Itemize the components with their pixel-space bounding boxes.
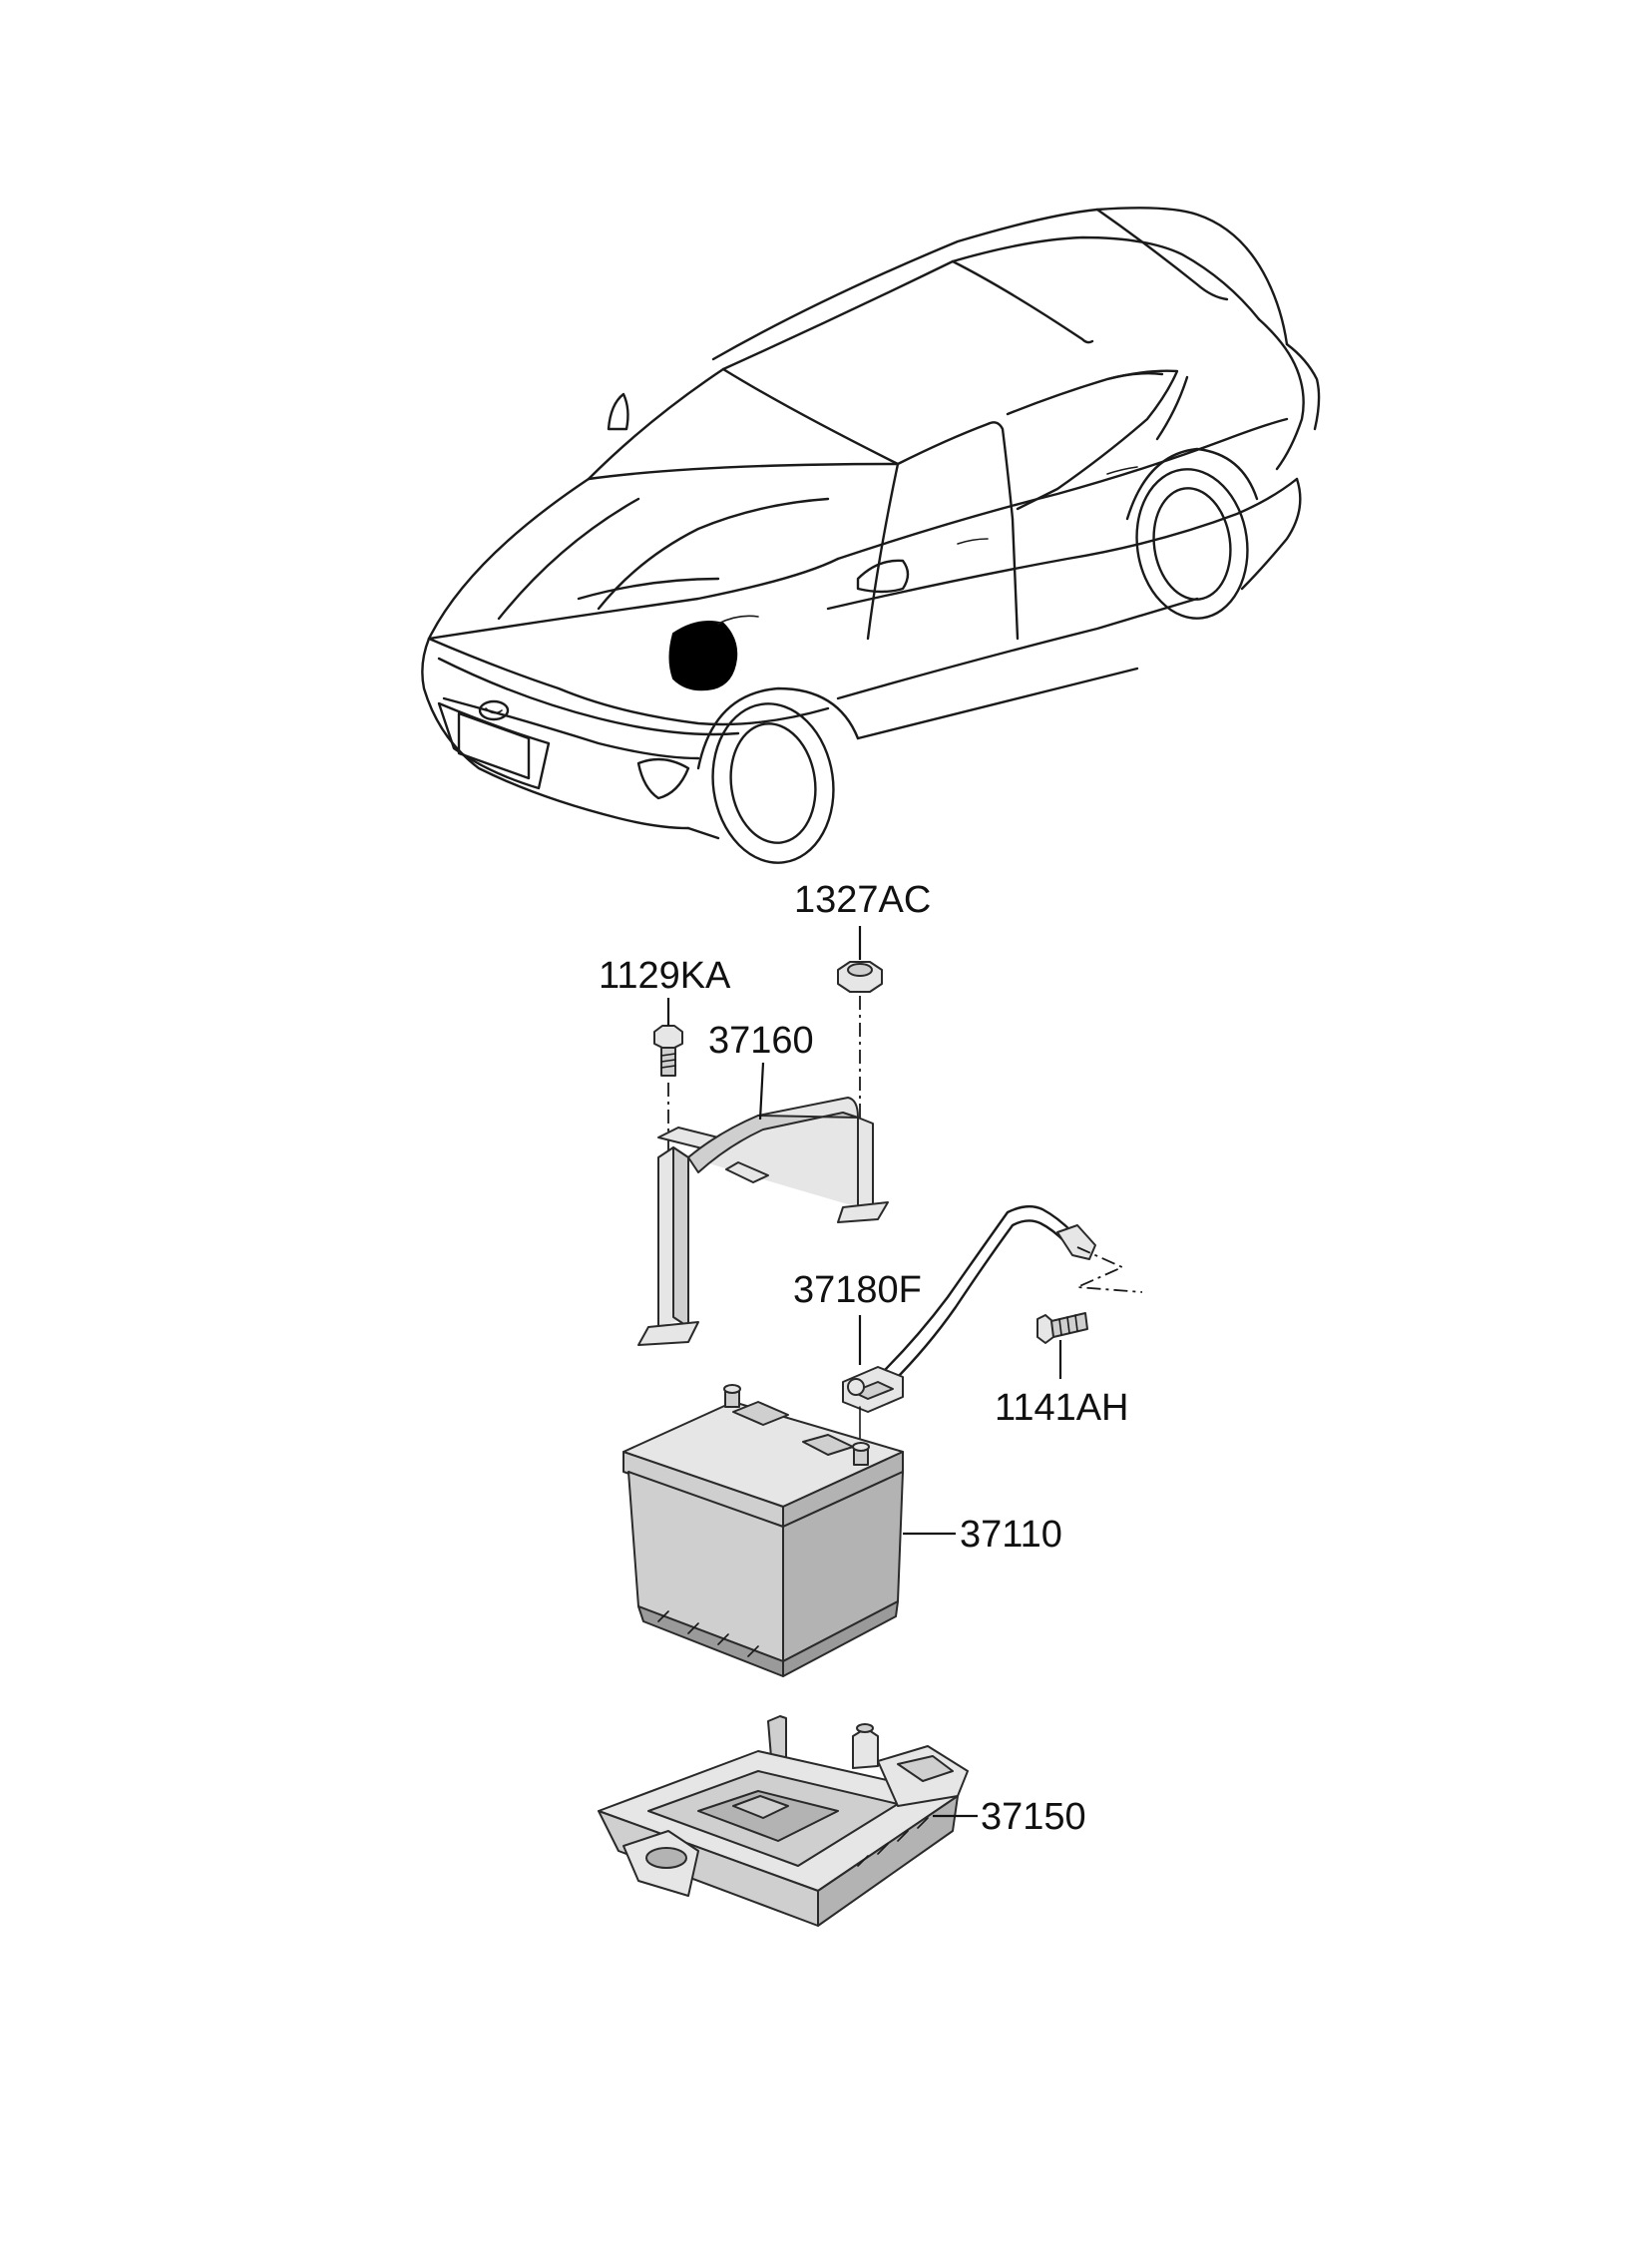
negative-cable-illustration (842, 1204, 1096, 1443)
battery-illustration (622, 1384, 904, 1677)
callout-37110: 37110 (960, 1514, 1062, 1556)
bolt-part-illustration-1141ah (1036, 1312, 1088, 1344)
callout-37180f: 37180F (793, 1269, 922, 1311)
bolt-part-illustration-1129ka (653, 1025, 683, 1077)
nut-part-illustration (837, 961, 883, 993)
battery-hold-down-bracket-illustration (637, 1097, 889, 1346)
battery-location-highlight (668, 621, 738, 691)
callout-37150: 37150 (981, 1796, 1086, 1838)
callout-37160: 37160 (708, 1020, 814, 1062)
vehicle-outline-illustration (421, 207, 1321, 864)
callout-1327ac: 1327AC (794, 879, 931, 921)
callout-1129ka: 1129KA (599, 955, 731, 997)
callout-1141ah: 1141AH (995, 1387, 1129, 1429)
battery-tray-illustration (598, 1715, 969, 1927)
